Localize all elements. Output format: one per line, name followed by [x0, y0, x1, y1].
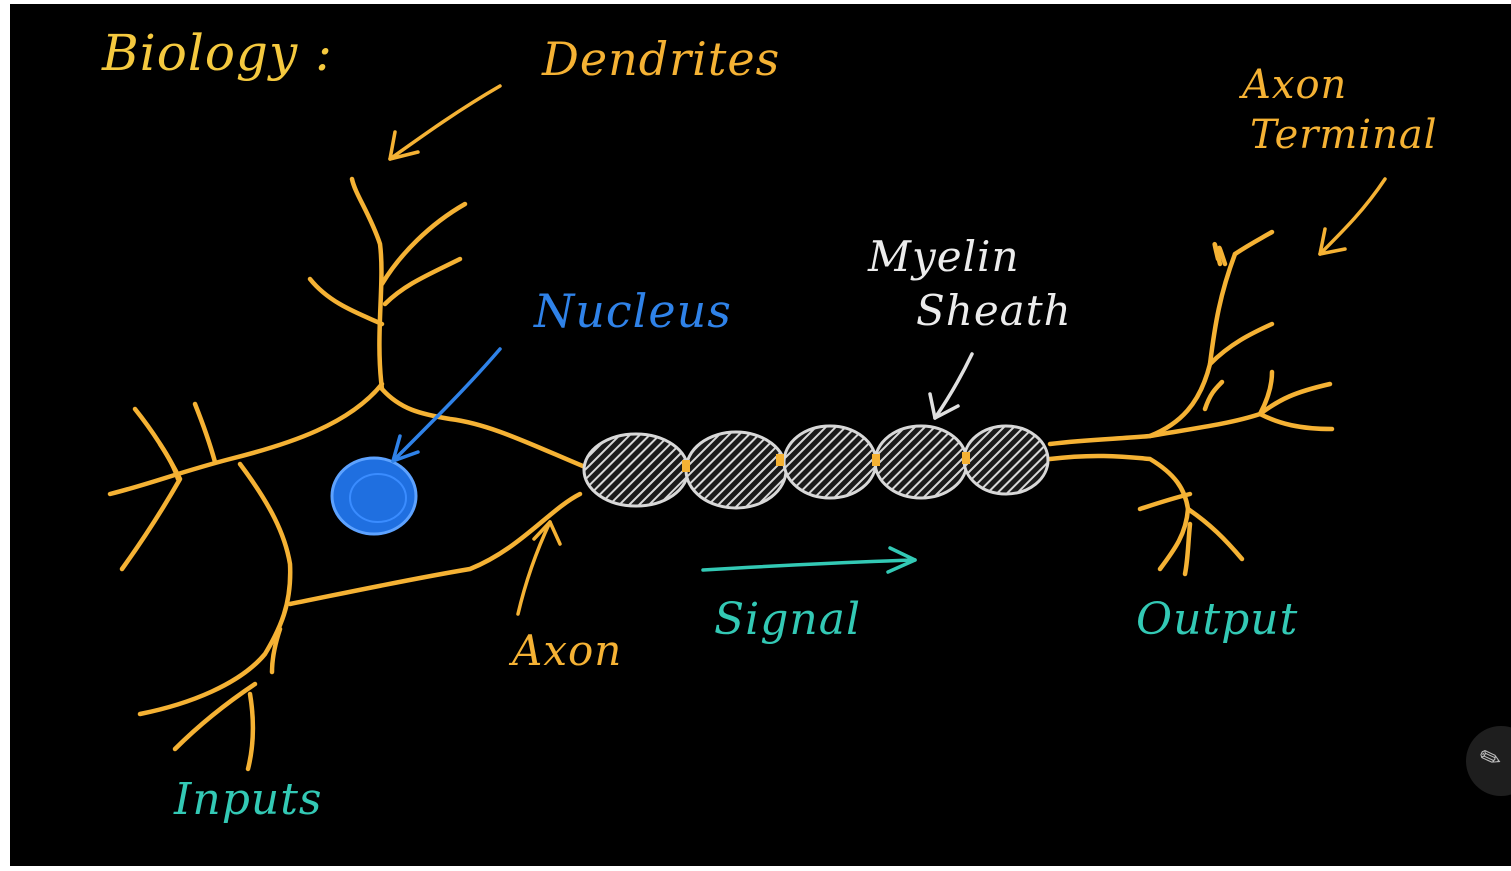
myelin-arrow	[930, 354, 972, 418]
diagram-board: Biology : Dendrites Axon Terminal Nucleu…	[10, 4, 1511, 866]
dendrites-arrow	[390, 86, 500, 159]
axon-terminal-label-line1: Axon	[1242, 62, 1347, 108]
nucleus-cell	[332, 458, 416, 534]
nucleus-label: Nucleus	[534, 284, 732, 338]
myelin-sheath	[584, 426, 1048, 508]
myelin-sheath-label-line2: Sheath	[916, 286, 1072, 335]
axon-terminal-label-line2: Terminal	[1250, 112, 1438, 158]
output-label: Output	[1136, 594, 1298, 645]
axon-label: Axon	[512, 626, 622, 675]
axon-terminal	[1050, 232, 1332, 574]
signal-arrow	[703, 548, 915, 572]
signal-label: Signal	[714, 594, 861, 645]
inputs-label: Inputs	[174, 774, 322, 825]
nucleus-arrow	[393, 349, 500, 461]
pen-icon: ✎	[1476, 741, 1507, 777]
myelin-sheath-label-line1: Myelin	[868, 232, 1020, 281]
dendrites-label: Dendrites	[542, 32, 780, 86]
diagram-title: Biology :	[102, 24, 333, 82]
axon-terminal-arrow	[1320, 179, 1385, 254]
